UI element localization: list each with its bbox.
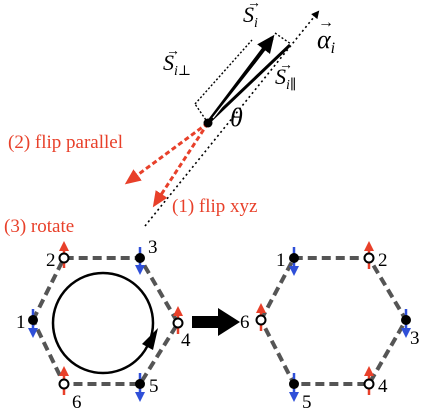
perp-tip-line (274, 32, 292, 45)
right-site-label-3: 3 (410, 328, 420, 349)
left-spin-6 (58, 366, 70, 395)
parallel-label-arrow: → (279, 58, 293, 73)
spin-vector-inner (212, 55, 263, 119)
flip-parallel-label: (2) flip parallel (8, 132, 123, 153)
perp-label: Si⊥ (163, 50, 191, 79)
right-spin-3 (401, 309, 411, 338)
alpha-label: αi (317, 25, 335, 57)
right-spin-6 (255, 303, 267, 331)
left-site-label-2: 2 (46, 250, 56, 271)
origin-dot (203, 118, 213, 128)
spin-label-arrow: → (247, 0, 261, 11)
right-site-label-2: 2 (378, 250, 388, 271)
right-site-label-6: 6 (240, 312, 250, 333)
rotation-arrowhead (142, 328, 158, 350)
left-spin-2 (58, 241, 70, 268)
spin-label: Si (243, 2, 258, 31)
left-spin-4 (172, 306, 184, 334)
left-site-label-3: 3 (148, 237, 158, 258)
left-site-label-4: 4 (181, 330, 191, 351)
left-spin-5 (135, 373, 145, 402)
spin-vector-arrow (206, 34, 275, 125)
flip-parallel-arrow (124, 121, 209, 185)
right-site-label-4: 4 (378, 376, 388, 397)
rotation-circle (51, 271, 155, 375)
transform-arrowhead (218, 308, 240, 336)
parallel-label: Si∥ (275, 64, 296, 93)
left-hexagon: 1 2 3 4 5 6 (16, 237, 191, 413)
left-site-label-1: 1 (16, 312, 26, 333)
right-site-label-1: 1 (276, 250, 286, 271)
alpha-label-arrow: → (318, 14, 334, 31)
flip-xyz-label: (1) flip xyz (172, 196, 257, 217)
left-site-label-5: 5 (149, 376, 159, 397)
flip-xyz-arrow (152, 122, 210, 208)
right-hexagon-bonds (258, 256, 409, 386)
alpha-axis-line (144, 10, 320, 227)
right-spin-1 (289, 247, 299, 276)
right-hexagon: 1 2 3 4 5 6 (240, 241, 420, 413)
parallel-component-line (206, 43, 292, 125)
right-spin-4 (363, 366, 375, 395)
rotate-label: (3) rotate (4, 216, 74, 237)
left-hexagon-bonds (30, 256, 181, 386)
right-spin-5 (289, 373, 299, 402)
right-spin-2 (363, 241, 375, 269)
theta-label: θ (230, 103, 243, 132)
perp-box-line (194, 39, 253, 105)
vector-construction: Si → αi → Si⊥ → Si∥ → θ (2) flip paralle… (4, 0, 335, 237)
left-spin-1 (28, 309, 38, 338)
perp-label-arrow: → (166, 44, 180, 59)
left-site-label-6: 6 (72, 392, 82, 413)
left-spin-3 (135, 247, 145, 275)
right-site-label-5: 5 (302, 392, 312, 413)
